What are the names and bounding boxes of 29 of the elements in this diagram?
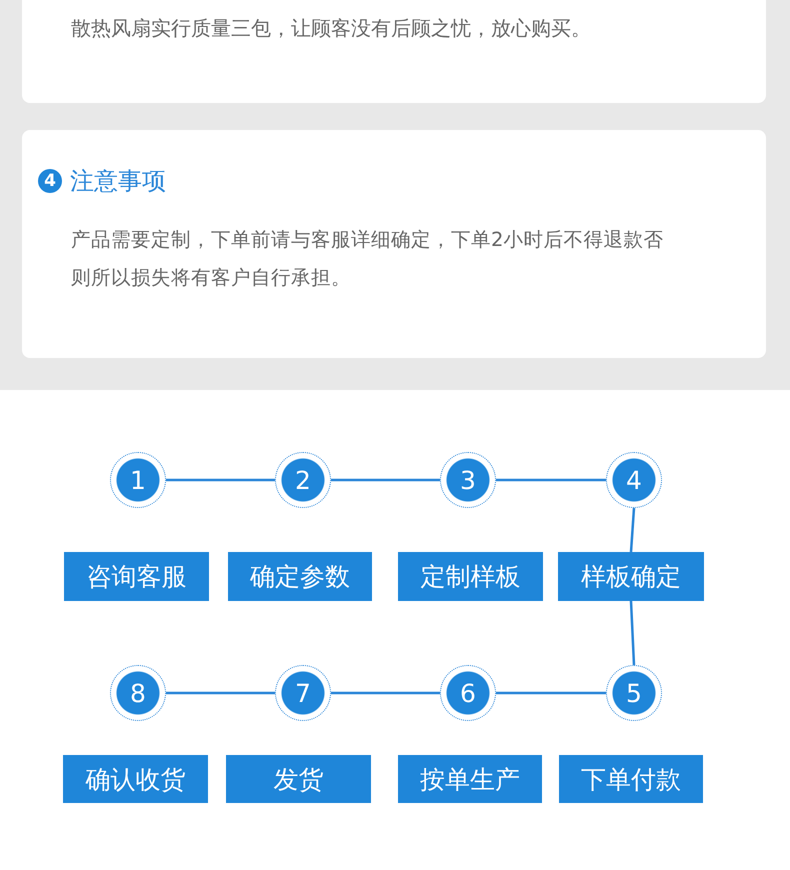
section-heading: 注意事项 bbox=[70, 166, 166, 197]
connector-line bbox=[331, 692, 440, 694]
step-number-circle: 1 bbox=[110, 452, 166, 508]
step-label-box: 按单生产 bbox=[398, 755, 542, 803]
step-label-box: 确定参数 bbox=[228, 552, 372, 601]
step-label-box: 发货 bbox=[226, 755, 371, 803]
body-text: 产品需要定制，下单前请与客服详细确定，下单2小时后不得退款否则所以损失将有客户自行承担。 bbox=[71, 227, 664, 291]
body-text: 散热风扇实行质量三包，让顾客没有后顾之忧，放心购买。 bbox=[71, 15, 592, 42]
connector-line bbox=[496, 692, 606, 694]
step-label-box: 样板确定 bbox=[558, 552, 704, 601]
step-number-circle: 7 bbox=[275, 665, 331, 721]
connector-line bbox=[630, 508, 636, 552]
connector-line bbox=[496, 478, 606, 482]
connector-line bbox=[331, 478, 440, 482]
connector-line bbox=[166, 478, 275, 482]
step-label-box: 定制样板 bbox=[398, 552, 543, 601]
step-number-circle: 5 bbox=[606, 665, 662, 721]
step-label-box: 咨询客服 bbox=[64, 552, 209, 601]
step-number-circle: 8 bbox=[110, 665, 166, 721]
number-badge: 4 bbox=[38, 169, 62, 193]
step-label-box: 确认收货 bbox=[63, 755, 208, 803]
step-number-circle: 6 bbox=[440, 665, 496, 721]
step-number-circle: 2 bbox=[275, 452, 331, 508]
step-number-circle: 3 bbox=[440, 452, 496, 508]
step-label-box: 下单付款 bbox=[559, 755, 703, 803]
info-card bbox=[22, 130, 766, 358]
connector-line bbox=[166, 692, 275, 694]
step-number-circle: 4 bbox=[606, 452, 662, 508]
connector-line bbox=[630, 600, 636, 666]
